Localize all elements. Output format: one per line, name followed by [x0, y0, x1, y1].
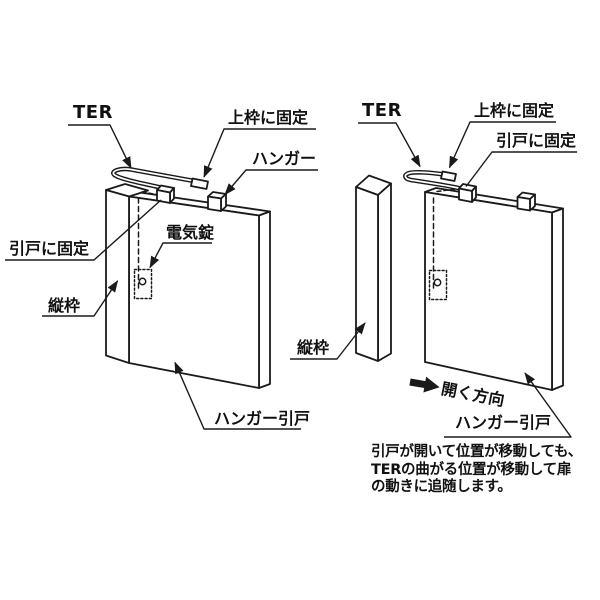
leader-lines: [5, 121, 577, 438]
right-electric-lock-hole: [433, 278, 442, 287]
right-figure: [355, 169, 564, 393]
opening-direction-arrow: [409, 376, 440, 393]
right-door-front-face: [424, 191, 553, 391]
right-frame-connector: [440, 170, 457, 182]
left-figure: [105, 166, 271, 389]
label-vertical-frame-left: 縦枠: [48, 296, 81, 315]
leader-sliding-door-left: [5, 199, 162, 261]
right-door-clip: [458, 183, 477, 203]
left-hanger-front: [207, 195, 222, 212]
left-hanger-block: [207, 191, 227, 212]
caption-line-1: 引戸が開いて位置が移動しても、: [371, 444, 582, 460]
label-hanger-left: ハンガー: [252, 149, 317, 168]
leader-vertical-frame-right: [290, 322, 366, 360]
leader-electric-lock-left: [149, 242, 212, 269]
leader-hanger-door-right: [444, 372, 572, 438]
right-post-side-face: [377, 182, 392, 362]
label-sliding-door-right: 引戸に固定: [496, 131, 577, 150]
left-frame-connector: [190, 177, 209, 190]
left-post-front-face: [105, 189, 130, 364]
label-sliding-door-left: 引戸に固定: [9, 239, 90, 258]
right-hanger-block: [516, 191, 536, 212]
leader-ter-right: [358, 122, 421, 168]
right-door-clip-front: [458, 187, 473, 203]
label-upper-frame-left: 上枠に固定: [228, 108, 309, 127]
leader-hanger-left: [224, 169, 318, 196]
leader-vertical-frame-left: [42, 280, 119, 317]
leader-upper-frame-right: [448, 121, 556, 169]
label-electric-lock-left: 電気錠: [166, 223, 215, 242]
leader-ter-left: [68, 124, 132, 169]
left-electric-lock-hole: [138, 277, 147, 286]
right-post-front-face: [355, 186, 379, 362]
left-concealed-cable-top: [141, 191, 158, 196]
leader-hanger-door-left: [174, 361, 301, 430]
label-hanger-door-right: ハンガー引戸: [455, 413, 552, 432]
right-electric-lock-outline: [428, 269, 448, 301]
label-upper-frame-right: 上枠に固定: [474, 101, 555, 120]
label-vertical-frame-right: 縦枠: [297, 338, 330, 357]
label-ter-left: TER: [73, 102, 113, 123]
caption-text: 引戸が開いて位置が移動しても、 TERの曲がる位置が移動して扉 の動きに追随しま…: [371, 444, 582, 497]
label-ter-right: TER: [362, 100, 402, 121]
left-electric-lock-outline: [133, 268, 153, 300]
leader-sliding-door-right: [465, 151, 577, 187]
right-hanger-front: [516, 196, 531, 212]
left-ter-cable-core: [112, 168, 195, 189]
label-hanger-door-left: ハンガー引戸: [214, 409, 311, 428]
left-door-clip: [156, 184, 175, 204]
leader-upper-frame-left: [203, 128, 316, 178]
right-ter-cable-core: [404, 171, 464, 190]
right-door-right-face: [551, 207, 564, 391]
left-door-right-face: [258, 210, 271, 389]
caption-line-2: TERの曲がる位置が移動して扉: [371, 461, 572, 478]
caption-line-3: の動きに追随します。: [371, 479, 512, 495]
